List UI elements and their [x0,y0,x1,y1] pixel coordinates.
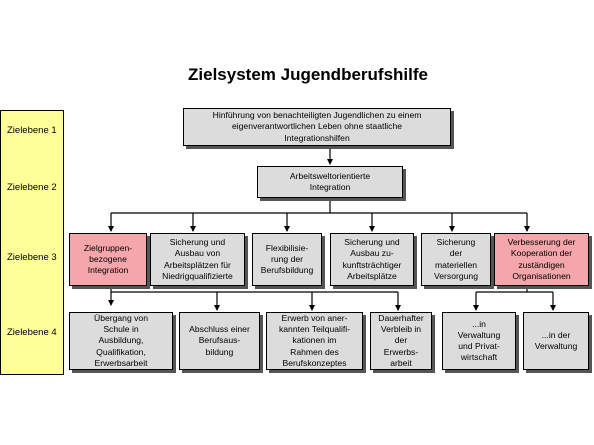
node-l3-zukunft: Sicherung und Ausbau zu- kunftsträchtige… [330,233,414,286]
node-l3-arbeitsplaetze-niedrig: Sicherung und Ausbau von Arbeitsplätzen … [150,233,245,286]
node-l3-flexibilisierung: Flexibilisie- rung der Berufsbildung [252,233,322,286]
node-l4-teilqualifikation: Erwerb von aner- kannten Teilqualifi- ka… [266,312,363,370]
node-l3-versorgung: Sicherung der materiellen Versorgung [421,233,491,286]
node-l4-privatwirtschaft: ...in Verwaltung und Privat- wirtschaft [442,312,516,370]
level-label-3: Zielebene 3 [7,252,57,263]
node-l4-abschluss: Abschluss einer Berufsaus- bildung [179,312,260,370]
node-root: Hinführung von benachteiligten Jugendlic… [183,108,451,146]
node-l4-verwaltung: ...in der Verwaltung [523,312,589,370]
node-l4-uebergang: Übergang von Schule in Ausbildung, Quali… [69,312,173,370]
level-label-1: Zielebene 1 [7,125,57,136]
node-l4-verbleib: Dauerhafter Verbleib in der Erwerbs- arb… [370,312,432,370]
level-label-2: Zielebene 2 [7,182,57,193]
level-column: Zielebene 1 Zielebene 2 Zielebene 3 Ziel… [0,110,64,375]
node-l3-zielgruppen: Zielgruppen- bezogene Integration [69,233,147,286]
node-l3-kooperation: Verbesserung der Kooperation der zuständ… [494,233,589,286]
level-label-4: Zielebene 4 [7,327,57,338]
diagram-title: Zielsystem Jugendberufshilfe [188,65,428,84]
node-l2: Arbeitsweltorientierte Integration [257,166,403,198]
